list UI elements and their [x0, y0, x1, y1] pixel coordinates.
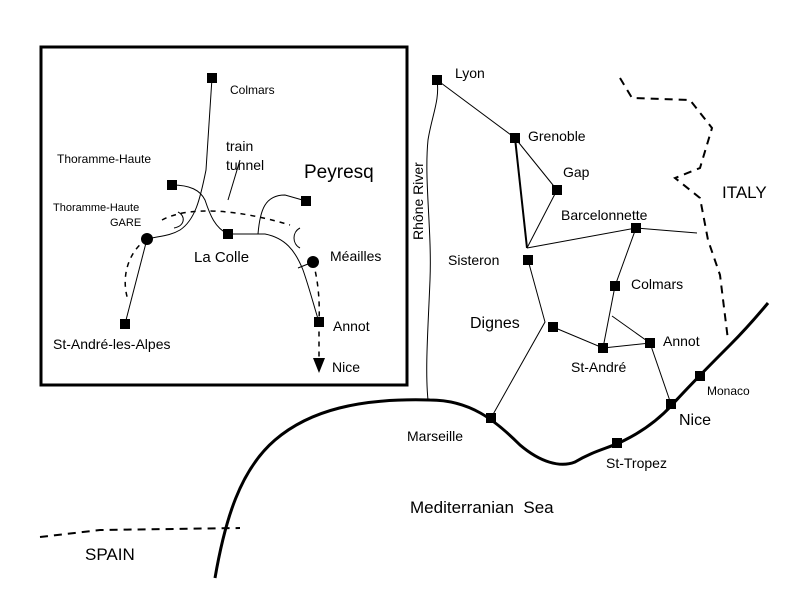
inset-tunnel-label: tunnel [226, 157, 264, 173]
rhone-river [426, 79, 439, 401]
city-annot: Annot [663, 333, 700, 349]
inset-colmars-label: Colmars [230, 83, 275, 97]
city-marseille: Marseille [407, 428, 463, 444]
river-label: Rhône River [410, 162, 426, 240]
inset-map: Colmars Thoramme-Haute train tunnel Peyr… [39, 45, 409, 387]
inset-gare-label-2: GARE [110, 217, 141, 229]
inset-marker-annot [314, 317, 324, 327]
inset-train-label: train [226, 138, 253, 154]
inset-meailles-label: Méailles [330, 248, 381, 264]
city-barcelonnette: Barcelonnette [561, 207, 648, 223]
inset-station-gare [141, 233, 153, 245]
city-sisteron: Sisteron [448, 252, 499, 268]
sea-label: Mediterranian Sea [410, 498, 554, 517]
inset-marker-colmars [207, 73, 217, 83]
inset-marker-st-andre [120, 319, 130, 329]
city-nice: Nice [679, 412, 711, 429]
city-st-tropez: St-Tropez [606, 455, 667, 471]
inset-la-colle-label: La Colle [194, 249, 249, 266]
city-colmars: Colmars [631, 276, 683, 292]
italy-border [619, 77, 729, 341]
inset-annot-label: Annot [333, 318, 370, 334]
arrow-down-icon [313, 358, 325, 373]
inset-nice-label: Nice [332, 359, 360, 375]
inset-marker-la-colle [223, 229, 233, 239]
country-spain: SPAIN [85, 545, 135, 564]
inset-gare-label-1: Thoramme-Haute [53, 202, 139, 214]
city-gap: Gap [563, 164, 590, 180]
city-grenoble: Grenoble [528, 128, 586, 144]
city-markers [432, 75, 705, 448]
inset-marker-thoramme-haute [167, 180, 177, 190]
city-lyon: Lyon [455, 65, 485, 81]
inset-thoramme-label: Thoramme-Haute [57, 152, 151, 166]
city-monaco: Monaco [707, 384, 750, 398]
inset-station-meailles [307, 256, 319, 268]
inset-marker-peyresq [301, 196, 311, 206]
country-italy: ITALY [722, 183, 767, 202]
inset-peyresq-label: Peyresq [304, 162, 374, 183]
city-dignes: Dignes [470, 315, 520, 332]
rail-lines [436, 79, 701, 419]
spain-border [39, 527, 241, 538]
city-st-andre: St-André [571, 359, 626, 375]
inset-st-andre-label: St-André-les-Alpes [53, 336, 171, 352]
